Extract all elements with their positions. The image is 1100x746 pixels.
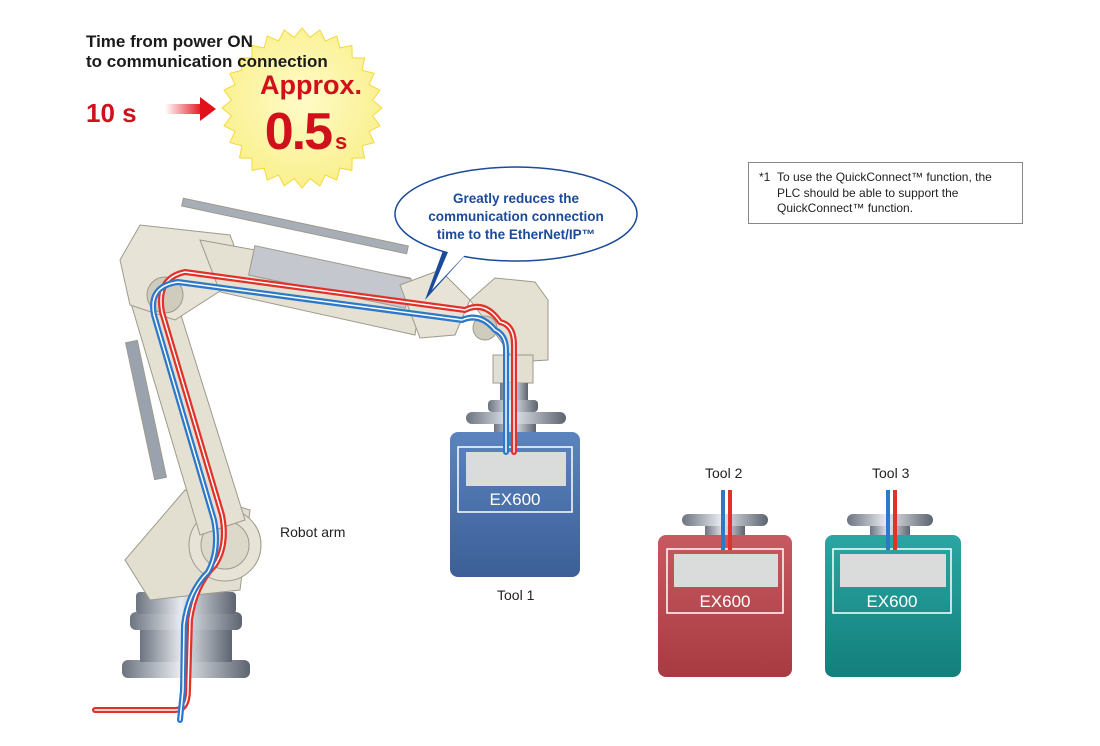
badge-prefix: Approx.	[259, 70, 362, 100]
after-time-number: 0.5	[264, 103, 333, 161]
before-time-value: 10 s	[86, 98, 137, 128]
tool1-module-label: EX600	[489, 490, 541, 509]
callout-line3: time to the EtherNet/IP™	[436, 227, 596, 242]
starburst-badge	[221, 27, 383, 189]
headline-line2: to communication connection	[86, 52, 328, 71]
footnote-text: To use the QuickConnect™ function, the P…	[777, 170, 992, 215]
tool3-label: Tool 3	[872, 465, 910, 481]
after-time-unit: s	[335, 129, 348, 154]
footnote-box: *1 To use the QuickConnect™ function, th…	[748, 162, 1023, 224]
tool2-cable-stub	[721, 490, 732, 550]
cable-red	[92, 269, 517, 713]
tool3-module-label: EX600	[866, 592, 918, 611]
tool1-label: Tool 1	[497, 587, 535, 603]
tool3-cable-stub	[886, 490, 897, 550]
tool3-box	[825, 535, 961, 677]
tool2-module-label: EX600	[699, 592, 751, 611]
headline: Time from power ON to communication conn…	[86, 32, 328, 72]
robot-arm-label: Robot arm	[280, 524, 346, 540]
tool1-box	[450, 432, 580, 577]
callout-line2: communication connection	[428, 209, 604, 224]
headline-line1: Time from power ON	[86, 32, 253, 51]
footnote-mark: *1	[759, 170, 771, 184]
tool2-box	[658, 535, 792, 677]
callout-line1: Greatly reduces the	[452, 191, 580, 206]
callout-bubble	[394, 166, 638, 300]
cable-blue	[150, 279, 509, 723]
tool2-label: Tool 2	[705, 465, 743, 481]
arrow-icon	[165, 97, 216, 121]
callout-text: Greatly reduces the communication connec…	[400, 190, 632, 244]
